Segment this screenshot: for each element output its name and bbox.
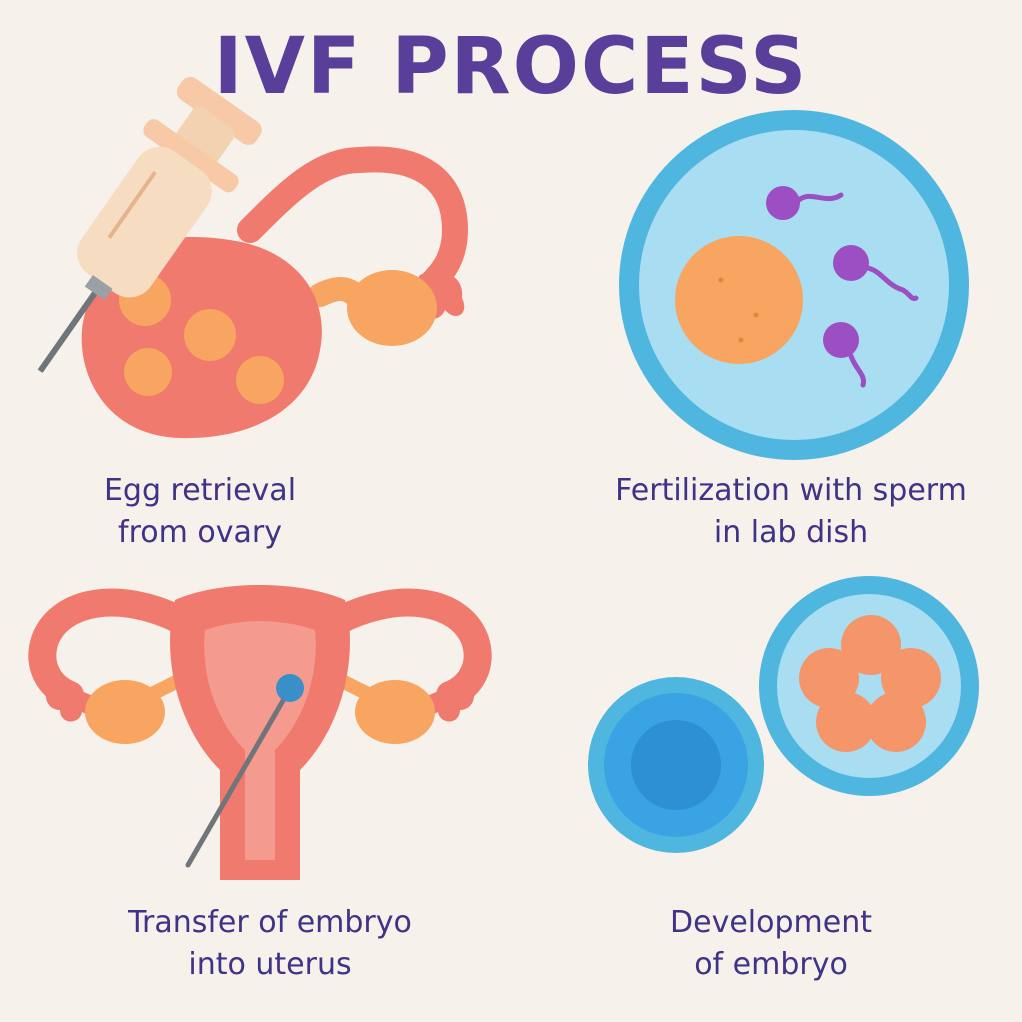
embryo-cells-icon bbox=[588, 576, 979, 853]
step-embryo-development: Development of embryo bbox=[511, 560, 1022, 982]
petri-dish-icon bbox=[619, 110, 969, 460]
step-embryo-transfer: Transfer of embryo into uterus bbox=[0, 560, 511, 982]
uterus-icon bbox=[28, 585, 492, 880]
step-egg-retrieval: Egg retrieval from ovary bbox=[0, 60, 511, 550]
step-caption: Transfer of embryo into uterus bbox=[128, 905, 412, 982]
step-caption: Fertilization with sperm in lab dish bbox=[615, 473, 967, 550]
syringe-ovary-icon bbox=[37, 76, 469, 439]
step-caption: Development of embryo bbox=[670, 905, 872, 982]
step-fertilization: Fertilization with sperm in lab dish bbox=[511, 60, 1022, 550]
step-caption: Egg retrieval from ovary bbox=[103, 473, 297, 550]
page-title: IVF PROCESS bbox=[213, 22, 809, 112]
